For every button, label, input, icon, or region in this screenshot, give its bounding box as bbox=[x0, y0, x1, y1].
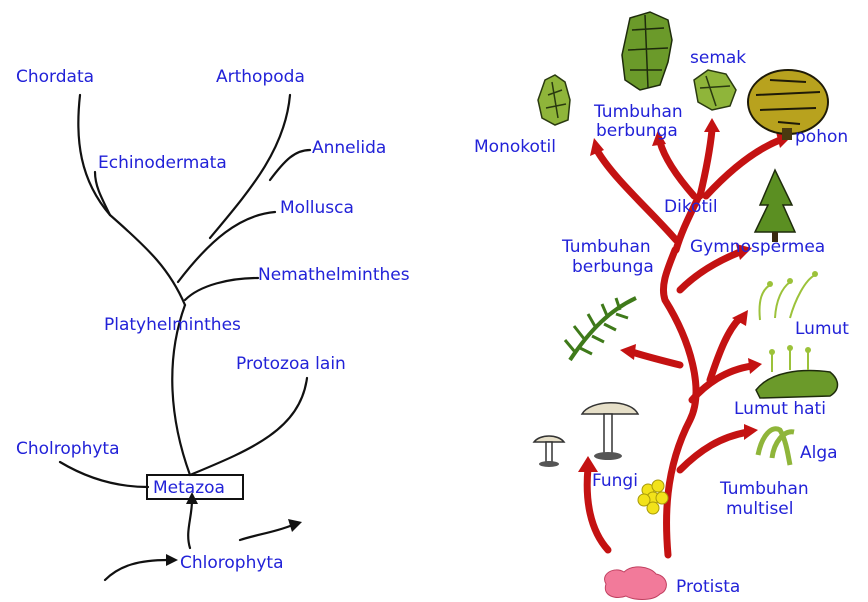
label-tumbuhan-berbunga-mid-2: berbunga bbox=[572, 257, 654, 277]
branch-cholrophyta bbox=[60, 462, 148, 487]
animal-phylogeny: Chordata Arthopoda Echinodermata Annelid… bbox=[16, 67, 410, 580]
label-chordata: Chordata bbox=[16, 67, 94, 87]
label-platyhelminthes: Platyhelminthes bbox=[104, 315, 241, 335]
label-tumbuhan-multisel-1: Tumbuhan bbox=[719, 479, 809, 499]
label-cholrophyta: Cholrophyta bbox=[16, 439, 120, 459]
label-tumbuhan-berbunga-top-1: Tumbuhan bbox=[593, 102, 683, 122]
trunk-platyhelminthes-up bbox=[78, 95, 185, 305]
label-lumut: Lumut bbox=[795, 319, 849, 339]
semak-bush-icon bbox=[694, 70, 736, 110]
flowering-plant-icon bbox=[622, 12, 672, 90]
label-protozoa-lain: Protozoa lain bbox=[236, 354, 346, 374]
label-nemathelminthes: Nemathelminthes bbox=[258, 265, 410, 285]
label-chlorophyta: Chlorophyta bbox=[180, 553, 284, 573]
protista-blob-icon bbox=[605, 567, 667, 600]
arrow-to-alga bbox=[680, 432, 748, 470]
arrow-head-chlorophyta bbox=[166, 554, 178, 566]
arrow-head-out bbox=[288, 519, 302, 532]
branch-echinodermata bbox=[95, 172, 110, 215]
label-pohon: pohon bbox=[795, 127, 848, 147]
label-monokotil: Monokotil bbox=[474, 137, 556, 157]
arrow-to-semak bbox=[700, 130, 712, 196]
label-gymnospermea: Gymnospermea bbox=[690, 237, 825, 257]
branch-annelida bbox=[270, 150, 310, 180]
label-tumbuhan-berbunga-mid-1: Tumbuhan bbox=[561, 237, 651, 257]
arrow-to-fern bbox=[632, 352, 680, 365]
arrow-chlorophyta-metazoa bbox=[188, 500, 192, 548]
arrow-into-chlorophyta bbox=[105, 560, 168, 580]
plant-phylogeny: semak Tumbuhan berbunga Monokotil pohon … bbox=[474, 12, 849, 600]
arrow-head-fungi bbox=[578, 456, 598, 472]
label-protista: Protista bbox=[676, 577, 740, 597]
label-mollusca: Mollusca bbox=[280, 198, 354, 218]
lumut-moss-icon bbox=[759, 271, 818, 320]
label-fungi: Fungi bbox=[592, 471, 638, 491]
arrow-to-lumut-hati bbox=[692, 366, 752, 400]
label-alga: Alga bbox=[800, 443, 838, 463]
label-metazoa: Metazoa bbox=[153, 478, 225, 498]
mushroom-icon bbox=[534, 403, 638, 467]
monokotil-plant-icon bbox=[538, 75, 570, 125]
label-tumbuhan-multisel-2: multisel bbox=[726, 499, 794, 519]
arrow-to-tumbuhan-berbunga bbox=[660, 142, 694, 196]
arrow-out-chlorophyta bbox=[240, 526, 290, 540]
arrow-to-gymnospermea bbox=[680, 252, 740, 290]
label-dikotil: Dikotil bbox=[664, 197, 718, 217]
gymnospermea-tree-icon bbox=[755, 170, 795, 242]
label-tumbuhan-berbunga-top-2: berbunga bbox=[596, 121, 678, 141]
label-arthopoda: Arthopoda bbox=[216, 67, 305, 87]
lumut-hati-icon bbox=[756, 345, 838, 398]
label-annelida: Annelida bbox=[312, 138, 386, 158]
alga-icon bbox=[758, 429, 794, 465]
branch-nemathelminthes bbox=[185, 278, 258, 300]
arrow-head-lumut-hati bbox=[748, 358, 762, 374]
label-semak: semak bbox=[690, 48, 746, 68]
arrow-head-alga bbox=[744, 424, 758, 440]
label-lumut-hati: Lumut hati bbox=[734, 399, 826, 419]
label-echinodermata: Echinodermata bbox=[98, 153, 227, 173]
branch-protozoa-lain bbox=[190, 378, 307, 475]
arrow-head-fern bbox=[620, 344, 636, 360]
arrow-head-semak bbox=[704, 118, 720, 132]
arrow-to-monokotil bbox=[598, 152, 676, 240]
